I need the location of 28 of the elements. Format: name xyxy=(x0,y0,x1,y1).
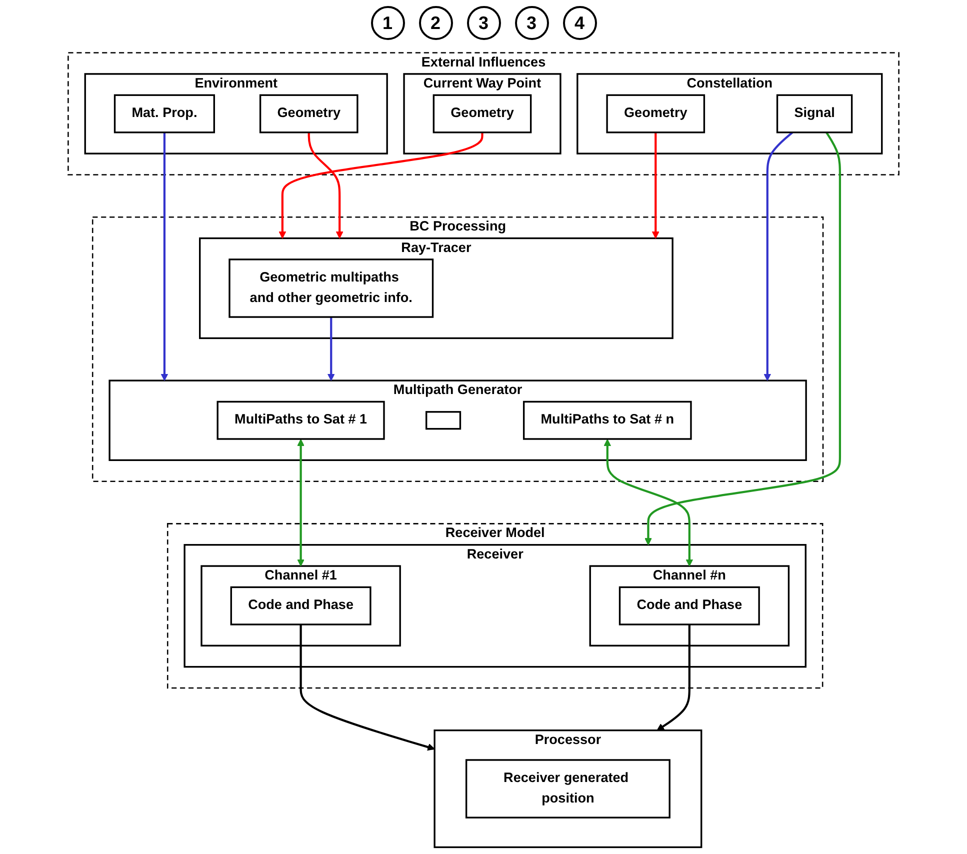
arrow xyxy=(656,624,690,731)
node-box: Geometric multipaths and other geometric info. xyxy=(228,258,434,318)
node-box: MultiPaths to Sat # 1 xyxy=(216,400,385,440)
arrow xyxy=(160,132,168,381)
node-box: Code and Phase xyxy=(618,586,760,626)
step-number: 1 xyxy=(370,6,404,40)
node-box: Code and Phase xyxy=(230,586,372,626)
step-number: 3 xyxy=(466,6,500,40)
node-box: Signal xyxy=(776,94,853,134)
node-box xyxy=(426,411,462,430)
step-number: 2 xyxy=(418,6,452,40)
node-box: Geometry xyxy=(606,94,706,134)
arrow xyxy=(764,132,794,381)
arrow xyxy=(327,317,335,381)
arrow xyxy=(652,132,660,239)
arrow xyxy=(278,132,484,239)
arrow xyxy=(604,439,694,566)
step-number: 3 xyxy=(514,6,548,40)
node-box: Geometry xyxy=(259,94,358,134)
step-number: 4 xyxy=(562,6,596,40)
node-box: Mat. Prop. xyxy=(114,94,215,134)
node-box: MultiPaths to Sat # n xyxy=(522,400,692,440)
node-box: Geometry xyxy=(432,94,532,134)
node-box: Receiver generated position xyxy=(465,759,670,818)
arrow xyxy=(644,132,841,546)
arrow xyxy=(300,624,435,751)
arrow xyxy=(297,439,305,566)
arrow xyxy=(308,132,344,239)
